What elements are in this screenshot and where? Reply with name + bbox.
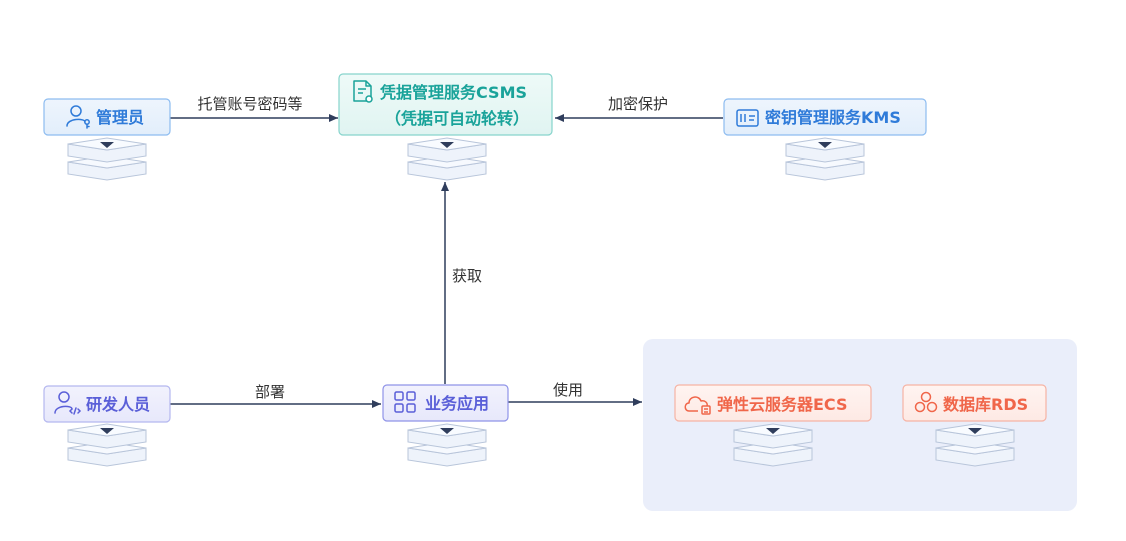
node-label-ecs: 弹性云服务器ECS (717, 395, 848, 414)
node-label-developer: 研发人员 (86, 395, 150, 414)
node-label-app: 业务应用 (425, 394, 489, 413)
document-gear-icon (353, 80, 373, 103)
node-label-admin: 管理员 (96, 108, 144, 127)
node-label-kms: 密钥管理服务KMS (764, 108, 901, 127)
csms-stack (407, 137, 487, 181)
node-label-csms-subtitle: （凭据可自动轮转） (385, 109, 529, 128)
node-ecs[interactable]: 弹性云服务器ECS (674, 384, 872, 422)
database-cluster-icon (914, 391, 938, 413)
grid-icon (394, 391, 416, 413)
node-developer[interactable]: 研发人员 (43, 385, 171, 423)
user-code-icon (54, 391, 82, 415)
edge-label-app-to-cloud: 使用 (553, 381, 583, 399)
id-card-icon (736, 109, 759, 127)
user-key-icon (66, 105, 90, 129)
node-rds[interactable]: 数据库RDS (902, 384, 1047, 422)
kms-stack (785, 137, 865, 181)
node-csms[interactable]: 凭据管理服务CSMS （凭据可自动轮转） (338, 73, 553, 136)
cloud-resources-group (643, 339, 1077, 511)
edge-label-kms-to-csms: 加密保护 (608, 95, 668, 113)
developer-stack (67, 423, 147, 467)
node-label-csms: 凭据管理服务CSMS (379, 83, 527, 102)
node-label-rds: 数据库RDS (943, 395, 1028, 414)
admin-stack (67, 137, 147, 181)
node-app[interactable]: 业务应用 (382, 384, 509, 422)
app-stack (407, 423, 487, 467)
node-admin[interactable]: 管理员 (43, 98, 171, 136)
cloud-server-icon (684, 396, 711, 415)
edge-label-developer-to-app: 部署 (255, 383, 285, 401)
edge-label-app-to-csms: 获取 (452, 267, 482, 285)
edge-label-admin-to-csms: 托管账号密码等 (197, 95, 302, 113)
node-kms[interactable]: 密钥管理服务KMS (723, 98, 927, 136)
